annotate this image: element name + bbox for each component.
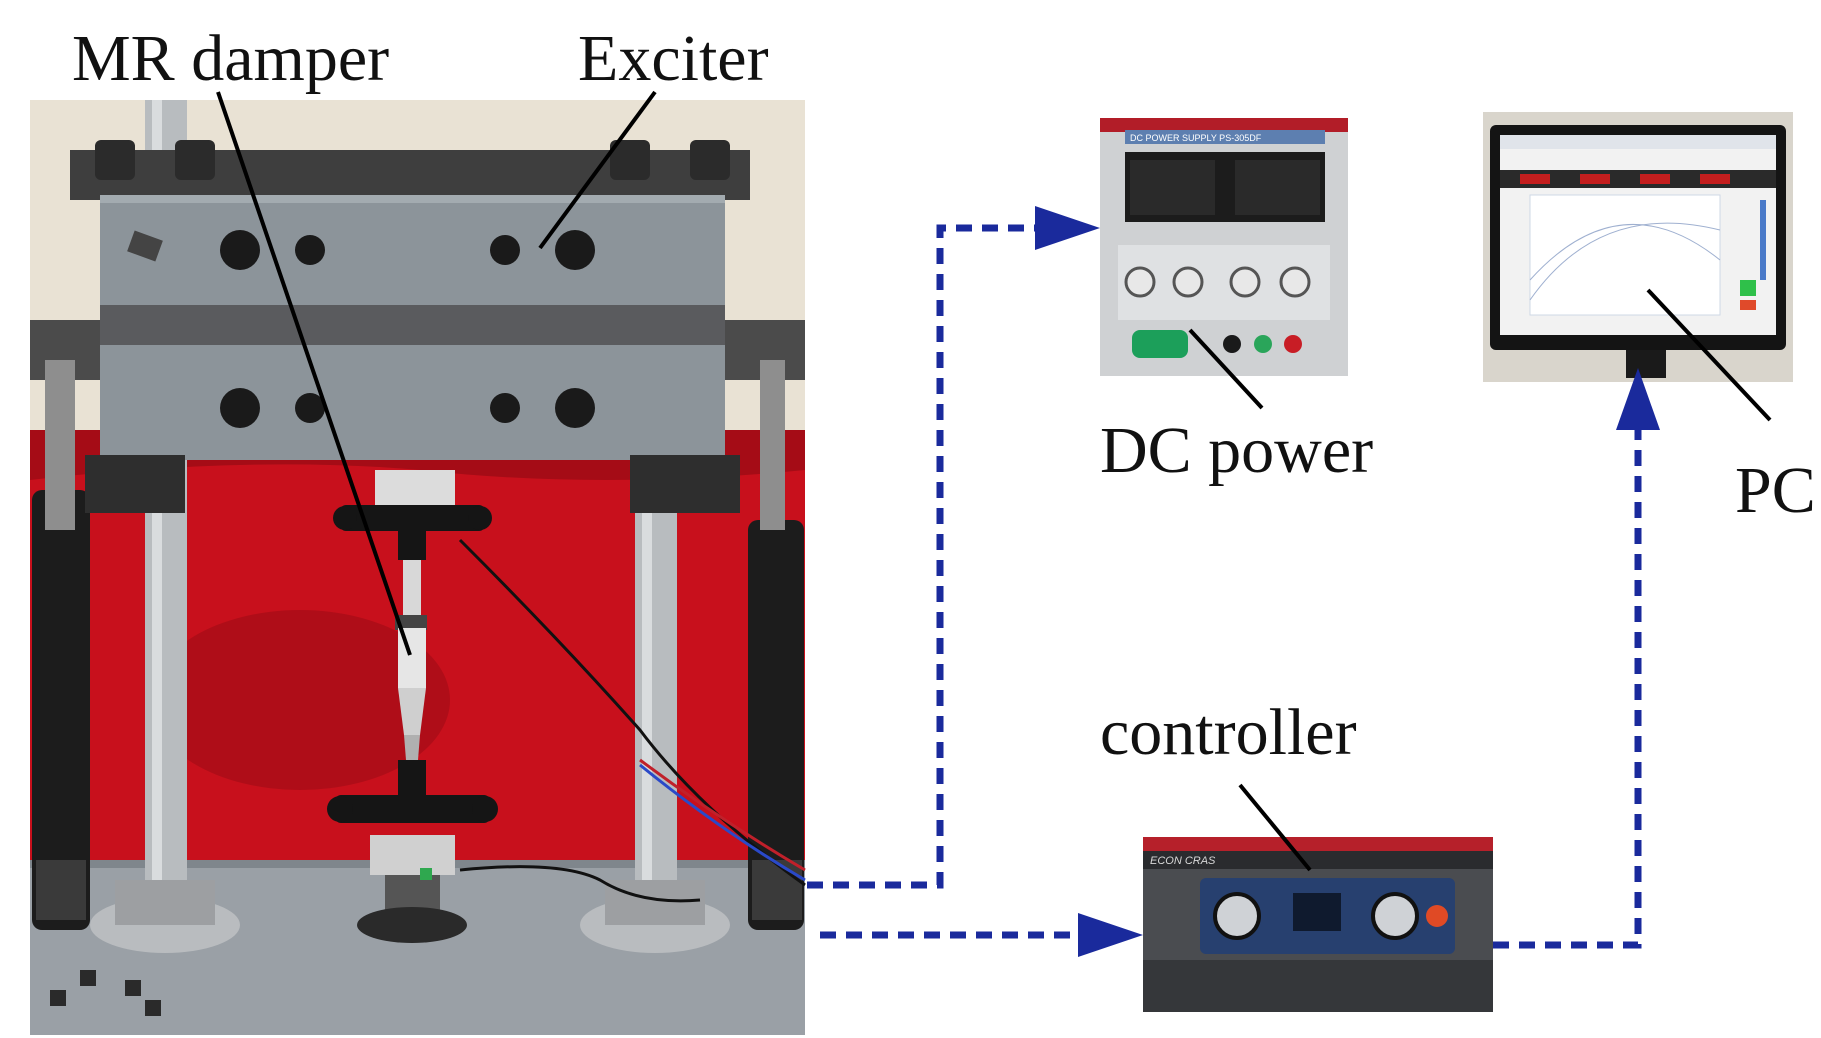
leader-mr-damper [216, 91, 412, 656]
arrowhead-controller [1078, 913, 1143, 957]
arrowhead-dc-power [1035, 206, 1100, 250]
label-pc: PC [1735, 454, 1816, 527]
label-controller: controller [1100, 696, 1357, 769]
connection-arrows [807, 206, 1660, 957]
leader-lines [216, 90, 1772, 872]
leader-controller [1238, 783, 1312, 872]
connector-controller-to-pc [1493, 430, 1642, 949]
arrowhead-pc [1616, 368, 1660, 430]
test-rig-photo [30, 100, 806, 1035]
connector-rig-to-dc-power [807, 224, 1035, 889]
leader-exciter [538, 90, 657, 250]
dc-power-photo [1100, 118, 1348, 376]
right-cylinder [748, 520, 804, 930]
controller-photo [1143, 837, 1493, 1012]
pc-photo [1483, 112, 1793, 382]
label-dc-power: DC power [1100, 414, 1374, 487]
lower-beam [100, 345, 725, 460]
damper-rod [403, 560, 421, 620]
leader-dc-power [1188, 328, 1264, 410]
label-exciter: Exciter [578, 22, 769, 95]
power-switch [1132, 330, 1188, 358]
exciter-beam [100, 195, 725, 305]
leader-pc [1646, 288, 1772, 422]
left-cylinder [32, 490, 90, 930]
label-mr-damper: MR damper [72, 22, 390, 95]
